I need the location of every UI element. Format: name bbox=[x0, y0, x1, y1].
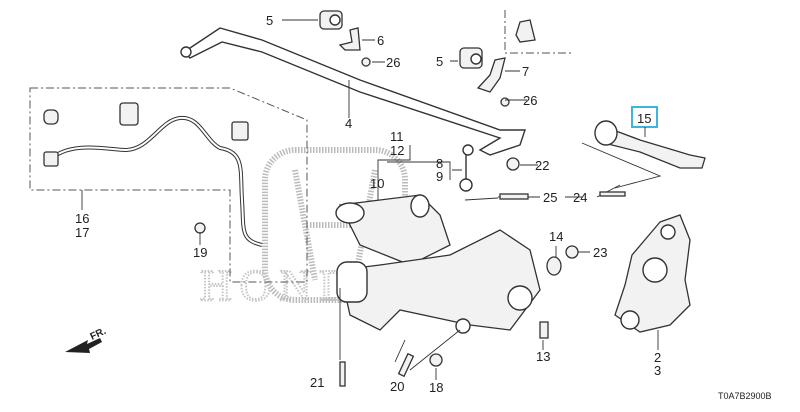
bushing-holder[interactable] bbox=[338, 27, 361, 51]
callout-19[interactable]: 19 bbox=[193, 245, 207, 260]
callout-15[interactable]: 15 bbox=[637, 111, 651, 126]
callout-5[interactable]: 5 bbox=[436, 54, 443, 69]
callout-3[interactable]: 3 bbox=[654, 363, 661, 378]
bushing-holder-2[interactable] bbox=[476, 57, 506, 93]
part-15-highlight-box bbox=[631, 106, 658, 128]
callout-20[interactable]: 20 bbox=[390, 379, 404, 394]
callout-6[interactable]: 6 bbox=[377, 33, 384, 48]
callout-25[interactable]: 25 bbox=[543, 190, 557, 205]
callout-13[interactable]: 13 bbox=[536, 349, 550, 364]
callout-9[interactable]: 9 bbox=[436, 169, 443, 184]
lower-arm-assembly[interactable] bbox=[339, 229, 541, 331]
callout-22[interactable]: 22 bbox=[535, 158, 549, 173]
callout-11[interactable]: 11 bbox=[390, 129, 404, 144]
callout-26[interactable]: 26 bbox=[386, 55, 400, 70]
callout-10[interactable]: 10 bbox=[370, 176, 384, 191]
front-direction-arrow: FR. bbox=[65, 326, 108, 353]
callout-18[interactable]: 18 bbox=[429, 380, 443, 395]
callout-23[interactable]: 23 bbox=[593, 245, 607, 260]
callout-7[interactable]: 7 bbox=[522, 64, 529, 79]
stabilizer-bar[interactable] bbox=[182, 27, 526, 156]
callout-8[interactable]: 8 bbox=[436, 156, 443, 171]
callout-2[interactable]: 2 bbox=[654, 350, 661, 365]
svg-text:FR.: FR. bbox=[89, 326, 108, 343]
callout-24[interactable]: 24 bbox=[573, 190, 587, 205]
diagram-code: T0A7B2900B bbox=[718, 391, 772, 401]
callout-12[interactable]: 12 bbox=[390, 143, 404, 158]
leader-lines bbox=[199, 19, 590, 380]
callout-14[interactable]: 14 bbox=[549, 229, 563, 244]
callout-5[interactable]: 5 bbox=[266, 13, 273, 28]
callout-4[interactable]: 4 bbox=[345, 116, 352, 131]
inset-holder[interactable] bbox=[515, 19, 536, 43]
sensor-group-outline bbox=[29, 87, 308, 283]
callout-21[interactable]: 21 bbox=[310, 375, 324, 390]
callout-16[interactable]: 16 bbox=[75, 211, 89, 226]
control-arm-15[interactable] bbox=[599, 124, 706, 169]
callout-labels: 5 6 26 4 5 7 26 15 11 12 10 8 9 22 25 24… bbox=[75, 13, 661, 395]
callout-17[interactable]: 17 bbox=[75, 225, 89, 240]
callout-26[interactable]: 26 bbox=[523, 93, 537, 108]
upper-right-inset-outline bbox=[504, 10, 572, 54]
